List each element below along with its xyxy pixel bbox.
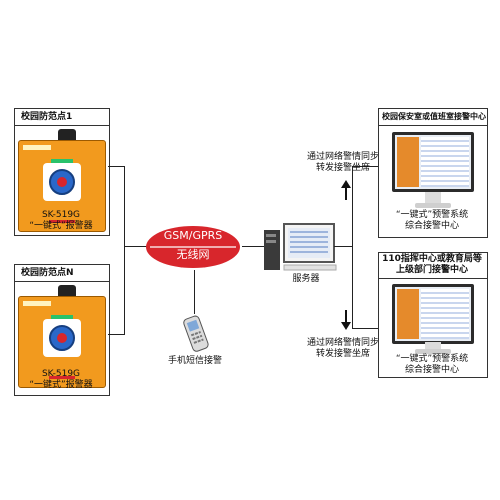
box-divider: [378, 278, 487, 279]
campus-point-1-title: 校园防范点1: [15, 109, 109, 126]
arrow-up-icon: [341, 180, 351, 200]
alarm-device-1: [18, 140, 106, 232]
server-label: 服务器: [292, 274, 320, 284]
computer-monitor-icon: [392, 284, 474, 344]
connector-line: [108, 334, 124, 335]
center-top-line1: “一键式”预警系统: [395, 210, 469, 220]
arrow-down-icon: [341, 310, 351, 330]
monitor-base: [415, 203, 451, 208]
sync-top-line1: 通过网络警情同步: [306, 152, 379, 162]
server-icon: [264, 223, 337, 271]
center-bottom-line1: “一键式”预警系统: [395, 354, 469, 364]
connector-line: [352, 166, 380, 167]
connector-line: [334, 246, 352, 247]
monitor-stand: [425, 342, 441, 350]
center-bottom-title-2: 上级部门接警中心: [395, 265, 468, 275]
monitor-stand: [425, 192, 441, 204]
device-n-name: “一键式”报警器: [29, 380, 93, 390]
center-top-line2: 综合接警中心: [404, 221, 459, 231]
connector-line: [194, 270, 195, 314]
device-1-name: “一键式”报警器: [29, 221, 93, 231]
center-top-title: 校园保安室或值班室接警中心: [379, 109, 487, 126]
alarm-device-n: [18, 296, 106, 388]
device-n-model: SK-519G: [41, 369, 81, 379]
network-ellipse: [146, 226, 240, 268]
connector-line: [124, 246, 148, 247]
connector-line: [108, 166, 124, 167]
sync-bottom-line1: 通过网络警情同步: [306, 338, 379, 348]
alarm-button-icon: [49, 325, 75, 351]
siren-icon: [58, 285, 76, 299]
alarm-button-icon: [49, 169, 75, 195]
mobile-phone-icon: [183, 315, 209, 352]
device-1-model: SK-519G: [41, 210, 81, 220]
connector-line: [124, 166, 125, 335]
network-label-2: 无线网: [176, 248, 210, 261]
connector-line: [352, 166, 353, 329]
computer-monitor-icon: [392, 132, 474, 192]
connector-line: [242, 246, 264, 247]
connector-line: [352, 328, 380, 329]
phone-label: 手机短信接警: [167, 356, 222, 366]
monitor-base: [415, 349, 451, 354]
sync-bottom-line2: 转发接警坐席: [315, 349, 370, 359]
siren-icon: [58, 129, 76, 143]
campus-point-n-title: 校园防范点N: [15, 265, 109, 282]
sync-top-line2: 转发接警坐席: [315, 163, 370, 173]
network-label-1: GSM/GPRS: [163, 229, 223, 242]
center-bottom-line2: 综合接警中心: [404, 365, 459, 375]
center-bottom-title-1: 110指挥中心或教育局等: [382, 254, 482, 264]
